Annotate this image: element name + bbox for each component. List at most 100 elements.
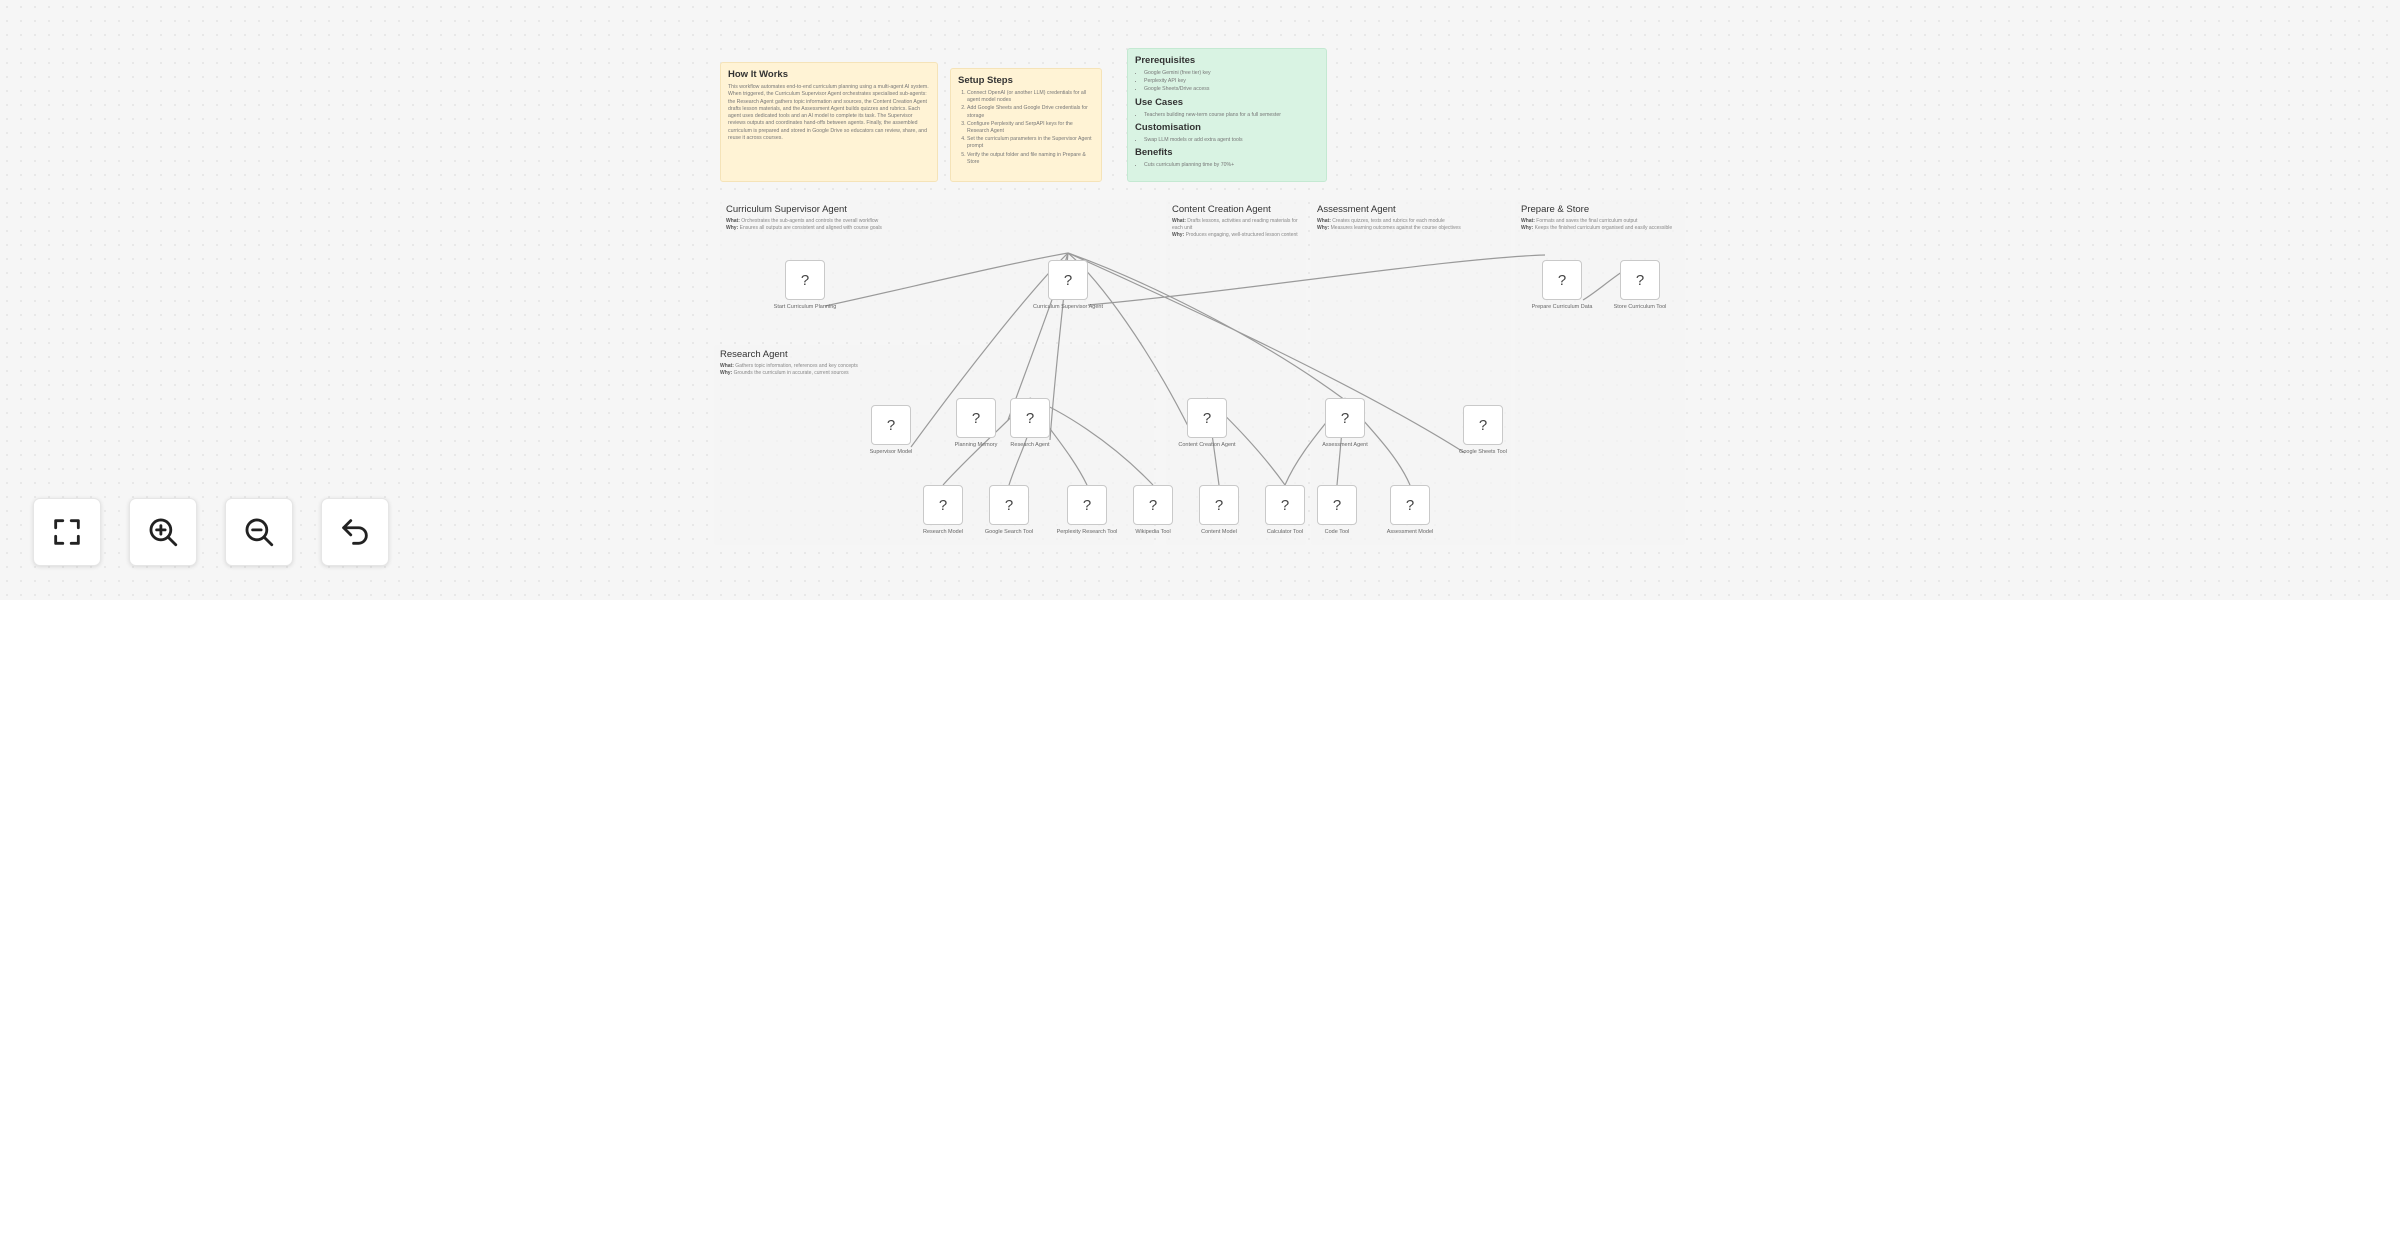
node-curriculum-supervisor-agent[interactable]: ? xyxy=(1048,260,1088,300)
prepare-store-group-title: Prepare & Store xyxy=(1521,204,1590,215)
question-icon: ? xyxy=(1202,409,1212,427)
question-icon: ? xyxy=(1478,416,1488,434)
undo-icon xyxy=(342,519,368,545)
node-content-creation-agent[interactable]: ? xyxy=(1187,398,1227,438)
benefits-title: Benefits xyxy=(1135,147,1173,159)
setup-steps-note[interactable]: Setup Steps Connect OpenAI (or another L… xyxy=(950,68,1102,182)
node-wikipedia-tool[interactable]: ? xyxy=(1133,485,1173,525)
node-label: Calculator Tool xyxy=(1266,529,1304,535)
setup-step: Connect OpenAI (or another LLM) credenti… xyxy=(967,90,1094,104)
node-label: Code Tool xyxy=(1324,529,1350,535)
node-label: Research Agent xyxy=(1010,442,1050,448)
customisation-item: Swap LLM models or add extra agent tools xyxy=(1144,137,1319,144)
assessment-group-why: Why: Measures learning outcomes against … xyxy=(1317,225,1461,231)
content-group-why: Why: Produces engaging, well-structured … xyxy=(1172,232,1298,238)
node-code-tool[interactable]: ? xyxy=(1317,485,1357,525)
node-research-model[interactable]: ? xyxy=(923,485,963,525)
how-it-works-body: This workflow automates end-to-end curri… xyxy=(728,84,929,142)
node-label: Perplexity Research Tool xyxy=(1056,529,1118,535)
question-icon: ? xyxy=(886,416,896,434)
workflow-canvas[interactable]: How It Works This workflow automates end… xyxy=(0,0,2400,600)
customisation-list: Swap LLM models or add extra agent tools xyxy=(1135,137,1319,144)
question-icon: ? xyxy=(1557,271,1567,289)
question-icon: ? xyxy=(1063,271,1073,289)
prerequisite-item: Google Sheets/Drive access xyxy=(1144,86,1319,93)
node-research-agent[interactable]: ? xyxy=(1010,398,1050,438)
node-google-search-tool[interactable]: ? xyxy=(989,485,1029,525)
supervisor-group-title: Curriculum Supervisor Agent xyxy=(726,204,847,215)
node-store-curriculum-tool[interactable]: ? xyxy=(1620,260,1660,300)
question-icon: ? xyxy=(1405,496,1415,514)
question-icon: ? xyxy=(1332,496,1342,514)
assessment-group-what: What: Creates quizzes, tests and rubrics… xyxy=(1317,218,1445,224)
how-it-works-title: How It Works xyxy=(728,69,788,80)
node-label: Content Model xyxy=(1201,529,1237,535)
benefit-item: Cuts curriculum planning time by 70%+ xyxy=(1144,162,1319,169)
question-icon: ? xyxy=(938,496,948,514)
question-icon: ? xyxy=(1280,496,1290,514)
content-group-title: Content Creation Agent xyxy=(1172,204,1271,215)
node-planning-memory[interactable]: ? xyxy=(956,398,996,438)
fit-view-icon xyxy=(54,519,80,545)
question-icon: ? xyxy=(1082,496,1092,514)
node-label: Google Sheets Tool xyxy=(1459,449,1507,455)
research-group-title: Research Agent xyxy=(720,349,788,360)
setup-steps-title: Setup Steps xyxy=(958,75,1013,86)
reset-zoom-button[interactable] xyxy=(321,498,389,566)
setup-steps-list: Connect OpenAI (or another LLM) credenti… xyxy=(958,90,1094,166)
node-label: Content Creation Agent xyxy=(1178,442,1236,448)
question-icon: ? xyxy=(1340,409,1350,427)
question-icon: ? xyxy=(1148,496,1158,514)
prepare-store-group[interactable]: Prepare & Store What: Formats and saves … xyxy=(1515,200,1685,545)
zoom-out-button[interactable] xyxy=(225,498,293,566)
prepare-store-group-what: What: Formats and saves the final curric… xyxy=(1521,218,1638,224)
node-google-sheets-tool[interactable]: ? xyxy=(1463,405,1503,445)
customisation-title: Customisation xyxy=(1135,121,1201,133)
setup-step: Add Google Sheets and Google Drive crede… xyxy=(967,105,1094,119)
prerequisites-list: Google Gemini (free tier) key Perplexity… xyxy=(1135,70,1319,94)
node-supervisor-model[interactable]: ? xyxy=(871,405,911,445)
question-icon: ? xyxy=(1635,271,1645,289)
question-icon: ? xyxy=(1214,496,1224,514)
benefits-list: Cuts curriculum planning time by 70%+ xyxy=(1135,162,1319,169)
question-icon: ? xyxy=(971,409,981,427)
node-label: Start Curriculum Planning xyxy=(773,304,837,310)
supervisor-group-what: What: Orchestrates the sub-agents and co… xyxy=(726,218,879,224)
node-label: Assessment Model xyxy=(1386,529,1434,535)
use-cases-title: Use Cases xyxy=(1135,96,1184,108)
use-case-item: Teachers building new-term course plans … xyxy=(1144,112,1319,119)
node-label: Prepare Curriculum Data xyxy=(1531,304,1593,310)
node-assessment-agent[interactable]: ? xyxy=(1325,398,1365,438)
zoom-out-icon xyxy=(245,518,274,547)
zoom-in-button[interactable] xyxy=(129,498,197,566)
prerequisite-item: Perplexity API key xyxy=(1144,78,1319,85)
node-label: Assessment Agent xyxy=(1322,442,1368,448)
how-it-works-note[interactable]: How It Works This workflow automates end… xyxy=(720,62,938,182)
node-label: Wikipedia Tool xyxy=(1135,529,1171,535)
research-group-what: What: Gathers topic information, referen… xyxy=(720,363,858,369)
use-cases-list: Teachers building new-term course plans … xyxy=(1135,112,1319,119)
prerequisites-note[interactable]: Prerequisites Google Gemini (free tier) … xyxy=(1127,48,1327,182)
node-label: Planning Memory xyxy=(954,442,998,448)
setup-step: Set the curriculum parameters in the Sup… xyxy=(967,136,1094,150)
prerequisites-title: Prerequisites xyxy=(1135,55,1196,66)
question-icon: ? xyxy=(1025,409,1035,427)
assessment-group-title: Assessment Agent xyxy=(1317,204,1396,215)
node-start-curriculum-planning[interactable]: ? xyxy=(785,260,825,300)
question-icon: ? xyxy=(800,271,810,289)
node-label: Google Search Tool xyxy=(984,529,1034,535)
node-content-model[interactable]: ? xyxy=(1199,485,1239,525)
setup-step: Verify the output folder and file naming… xyxy=(967,152,1094,166)
node-label: Store Curriculum Tool xyxy=(1613,304,1667,310)
node-perplexity-research-tool[interactable]: ? xyxy=(1067,485,1107,525)
fit-view-button[interactable] xyxy=(33,498,101,566)
node-label: Curriculum Supervisor Agent xyxy=(1032,304,1103,310)
research-group-why: Why: Grounds the curriculum in accurate,… xyxy=(720,370,849,376)
node-calculator-tool[interactable]: ? xyxy=(1265,485,1305,525)
node-prepare-curriculum-data[interactable]: ? xyxy=(1542,260,1582,300)
setup-step: Configure Perplexity and SerpAPI keys fo… xyxy=(967,121,1094,135)
question-icon: ? xyxy=(1004,496,1014,514)
prepare-store-group-why: Why: Keeps the finished curriculum organ… xyxy=(1521,225,1673,231)
prerequisite-item: Google Gemini (free tier) key xyxy=(1144,70,1319,77)
node-assessment-model[interactable]: ? xyxy=(1390,485,1430,525)
